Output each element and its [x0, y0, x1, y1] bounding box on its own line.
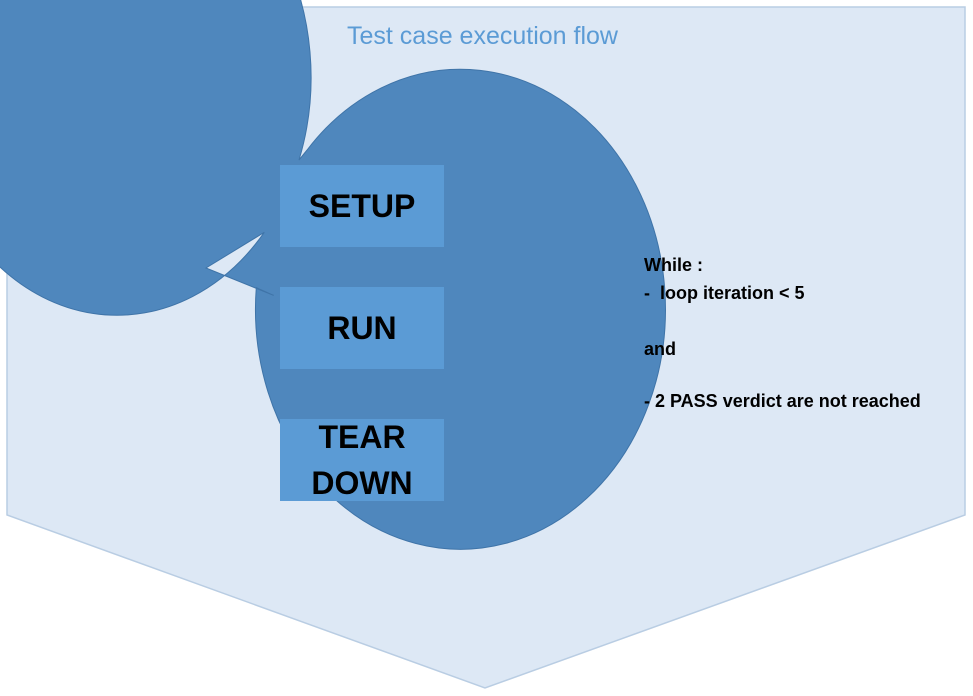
condition-iteration-limit: - loop iteration < 5: [644, 283, 805, 303]
step-run-box: RUN: [280, 287, 444, 369]
step-setup-box: SETUP: [280, 165, 444, 247]
condition-joiner: and: [644, 339, 677, 359]
step-run-label: RUN: [327, 309, 397, 346]
step-teardown-label-line2: DOWN: [311, 465, 413, 501]
diagram-title: Test case execution flow: [347, 22, 618, 50]
step-teardown-box: TEAR DOWN: [280, 419, 444, 501]
loop-arrow: [0, 0, 666, 550]
condition-pass-verdict: - 2 PASS verdict are not reached: [644, 391, 921, 411]
condition-heading: While :: [644, 255, 703, 275]
step-setup-label: SETUP: [308, 187, 416, 224]
step-teardown-label-line1: TEAR: [318, 418, 406, 455]
